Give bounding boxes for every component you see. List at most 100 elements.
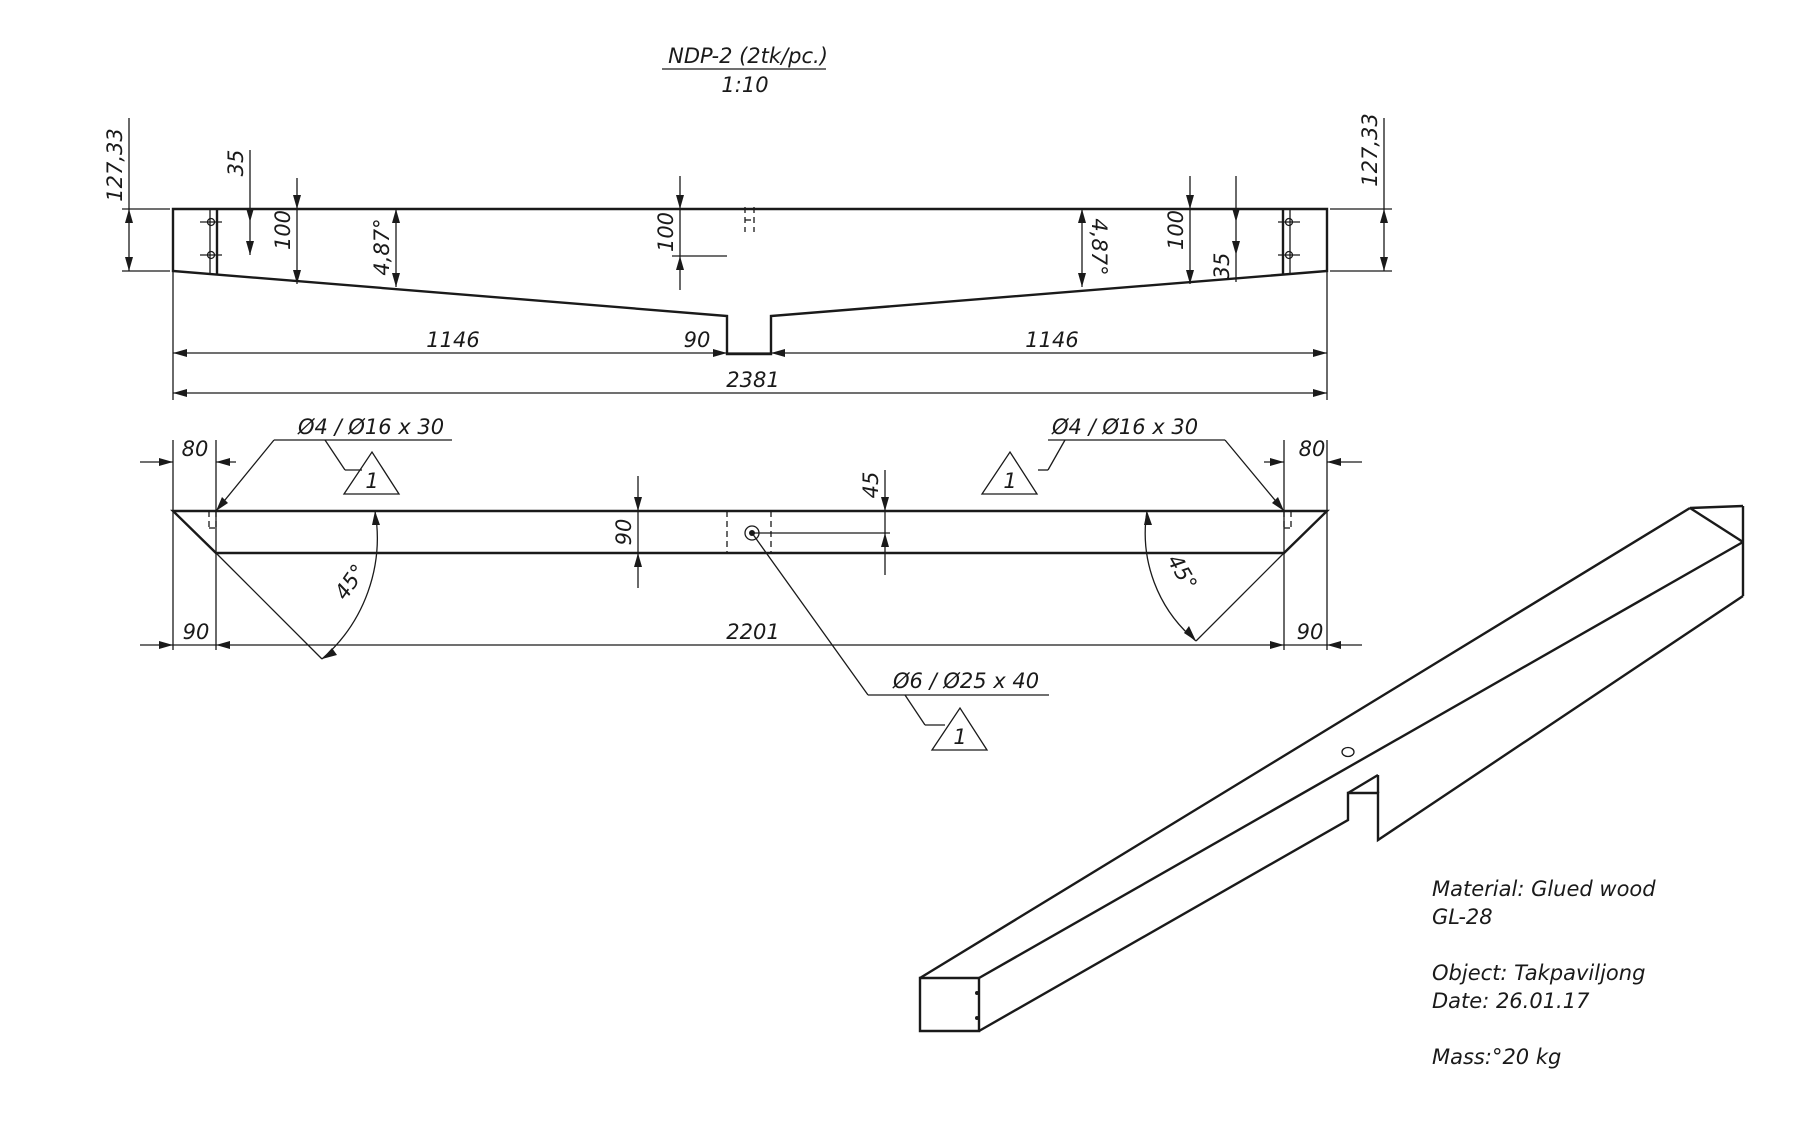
dim-length-right: 1146 — [1025, 328, 1078, 352]
iso-end-face — [918, 976, 981, 1033]
arrow — [392, 209, 400, 223]
note-object: Object: Takpaviljong — [1432, 961, 1646, 985]
arrow — [713, 349, 727, 357]
arrow — [771, 349, 785, 357]
side-view-outline — [171, 207, 1329, 356]
dim-width: 90 — [612, 519, 636, 546]
dim-hole-offset-left: 35 — [224, 150, 248, 177]
iso-far-top-edge — [1689, 506, 1744, 544]
leader-line — [215, 439, 275, 512]
dim-slope-right: 4,87° — [1087, 218, 1111, 275]
angle-arc-right — [1144, 510, 1197, 642]
dim-end-height-right: 127,33 — [1358, 113, 1382, 186]
dim-hole-spacing-left: 100 — [271, 210, 295, 250]
arrow — [634, 553, 642, 567]
arrow — [1186, 195, 1194, 209]
dim-total-length: 2381 — [726, 368, 779, 392]
arrow — [173, 349, 187, 357]
arrow — [1078, 273, 1086, 287]
iso-notch-top — [1347, 773, 1379, 795]
arrow — [159, 458, 173, 466]
iso-bottom-edge-with-notch — [978, 595, 1744, 1033]
hole-callout-left: Ø4 / Ø16 x 30 — [297, 415, 444, 439]
dim-bottom-left: 90 — [183, 620, 210, 644]
dim-notch-width: 90 — [684, 328, 711, 352]
arrow — [216, 497, 228, 511]
drawing-notes: Material: Glued wood GL-28 Object: Takpa… — [1432, 875, 1772, 1071]
tag-leader — [1047, 439, 1066, 471]
arrow — [676, 195, 684, 209]
arrow — [125, 257, 133, 271]
dim-end-offset-left: 80 — [182, 437, 209, 461]
arrow — [1184, 626, 1196, 641]
iso-far-end-top — [1689, 504, 1744, 510]
tag-leader — [904, 694, 926, 726]
dim-length-left: 1146 — [426, 328, 479, 352]
iso-end-hole-top — [975, 991, 979, 995]
tag-left: 1 — [365, 469, 378, 493]
isometric-view — [918, 504, 1745, 1033]
leader-line — [751, 532, 869, 696]
tag-leader — [324, 439, 346, 471]
arrow — [1270, 458, 1284, 466]
dim-bottom-right: 90 — [1297, 620, 1324, 644]
arrow — [293, 195, 301, 209]
note-gap — [1432, 931, 1772, 959]
side-view: 127,33 127,33 35 100 4,87° 100 4,87 — [103, 113, 1392, 400]
arrow — [216, 458, 230, 466]
arrow — [1313, 389, 1327, 397]
dim-half-width: 45 — [859, 472, 883, 499]
arrow — [881, 533, 889, 547]
note-date: Date: 26.01.17 — [1432, 989, 1590, 1013]
arrow — [881, 497, 889, 511]
top-view: 80 80 Ø4 / Ø16 x 30 1 Ø4 / Ø16 x 30 1 45 — [140, 415, 1362, 751]
iso-top-front-edge — [978, 540, 1744, 980]
arrow — [322, 648, 337, 659]
arrow — [676, 256, 684, 270]
hole-callout-right: Ø4 / Ø16 x 30 — [1051, 415, 1198, 439]
tag-triangle-center — [930, 706, 989, 751]
arrow — [372, 511, 380, 525]
center-hole-callout: Ø6 / Ø25 x 40 — [892, 669, 1039, 693]
dim-slope-left: 4,87° — [370, 218, 394, 275]
arrow — [246, 241, 254, 255]
arrow — [125, 209, 133, 223]
angle-ref-line — [215, 552, 323, 660]
arrow — [634, 497, 642, 511]
note-grade: GL-28 — [1432, 905, 1493, 929]
arrow — [1078, 209, 1086, 223]
dim-angle-left: 45° — [330, 560, 371, 604]
note-material: Material: Glued wood — [1432, 877, 1656, 901]
iso-top-back-edge — [919, 506, 1691, 980]
dim-hole-offset-right: 35 — [1210, 253, 1234, 280]
arrow — [216, 641, 230, 649]
arrow — [1232, 241, 1240, 255]
arrow — [1270, 641, 1284, 649]
arrow — [1327, 458, 1341, 466]
arrow — [173, 389, 187, 397]
drawing-title: NDP-2 (2tk/pc.) 1:10 — [662, 44, 828, 97]
arrow — [1380, 209, 1388, 223]
arrow — [1144, 511, 1152, 525]
tag-triangle-left — [342, 450, 401, 495]
arrow — [1186, 270, 1194, 284]
tag-right: 1 — [1003, 469, 1016, 493]
arrow — [159, 641, 173, 649]
angle-ref-line — [1195, 552, 1285, 642]
arrow — [246, 208, 254, 222]
arrow — [1232, 208, 1240, 222]
dim-notch-depth: 100 — [654, 212, 678, 252]
arrow — [293, 270, 301, 284]
arrow — [1313, 349, 1327, 357]
iso-end-hole-bottom — [975, 1016, 979, 1020]
tag-center: 1 — [953, 725, 966, 749]
tag-triangle-right — [980, 450, 1039, 495]
arrow — [1272, 497, 1284, 511]
arrow — [392, 273, 400, 287]
iso-center-hole — [1341, 746, 1355, 758]
note-mass: Mass:°20 kg — [1432, 1045, 1562, 1069]
dim-bottom-mid: 2201 — [726, 620, 779, 644]
arrow — [1380, 257, 1388, 271]
dim-end-height-left: 127,33 — [103, 128, 127, 201]
